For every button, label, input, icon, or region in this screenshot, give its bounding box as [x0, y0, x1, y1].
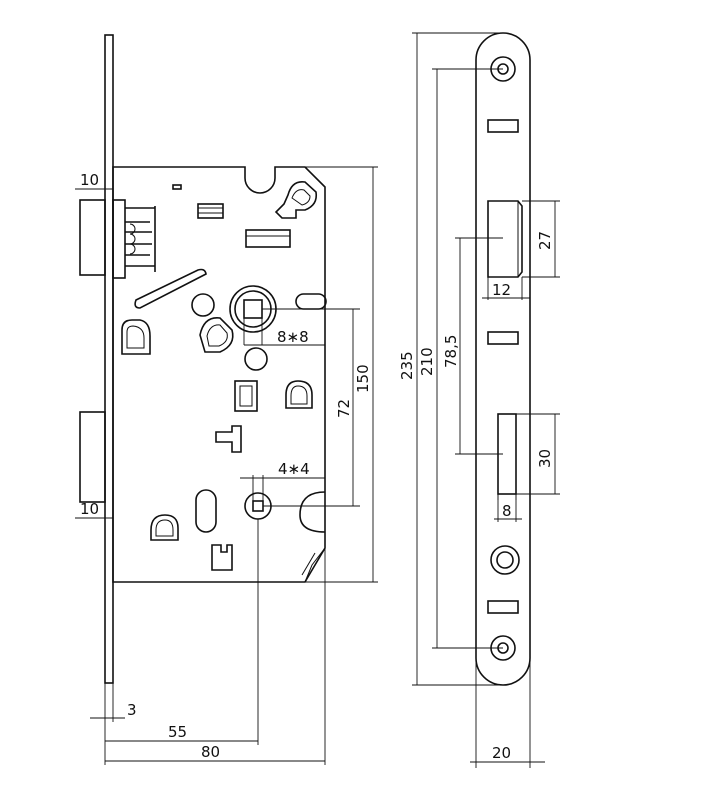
dim-spindle-square: 4∗4 [278, 460, 310, 478]
faceplate-outline [475, 32, 531, 686]
latch-opening [487, 200, 523, 278]
bottom-right-notch [304, 547, 326, 583]
tumbler-part [211, 544, 233, 571]
bolt-holder-middle [234, 380, 258, 412]
dim-screw-distance: 210 [418, 347, 436, 376]
small-slot [172, 184, 182, 190]
follower-square [243, 299, 263, 319]
dim-bolt-height: 30 [536, 449, 554, 468]
slot-top [487, 119, 519, 133]
dim-latch-width: 12 [492, 281, 511, 299]
middle-ring-inner [496, 551, 514, 569]
dim-case-width: 80 [201, 743, 220, 761]
dim-slot-distance: 78,5 [442, 335, 460, 368]
faceplate-dimensions: 235 210 78,5 27 12 30 8 2 [398, 32, 560, 768]
slot-middle [487, 331, 519, 345]
oval-hole-right [295, 293, 327, 310]
dim-center-distance: 72 [335, 399, 353, 418]
dim-bolt-width: 8 [502, 502, 512, 520]
d-clip-left-upper [121, 319, 151, 355]
t-part [215, 425, 242, 453]
side-view-dimensions: 10 10 8∗8 4∗4 72 150 3 55 [75, 166, 378, 765]
dim-faceplate-thickness: 3 [127, 701, 137, 719]
round-hole-middle [244, 347, 268, 371]
d-clip-right-middle [285, 380, 313, 409]
faceplate-front-view [475, 32, 531, 686]
d-clip-center [199, 317, 234, 353]
dim-faceplate-length: 235 [398, 351, 416, 380]
latch-spring [125, 206, 156, 272]
oval-hole-lower [195, 489, 217, 533]
dim-front-top-block: 10 [80, 171, 99, 189]
side-faceplate [104, 34, 114, 684]
hook-bracket-top [274, 180, 318, 219]
dim-backset: 55 [168, 723, 187, 741]
latch-bolt-inner [112, 199, 126, 279]
dim-faceplate-width: 20 [492, 744, 511, 762]
hook-right-lower [299, 491, 326, 533]
middle-ring-outer [490, 545, 520, 575]
d-clip-left-lower [150, 514, 179, 541]
dim-front-bottom-block: 10 [80, 500, 99, 518]
lever-slot [245, 229, 291, 248]
dim-latch-height: 27 [536, 231, 554, 250]
latch-spring-coil [129, 223, 136, 255]
diagonal-slot [134, 268, 207, 309]
dim-follower-square: 8∗8 [277, 328, 309, 346]
spindle-square [252, 500, 264, 512]
lock-body-side-view [79, 34, 327, 684]
latch-bolt-front [79, 199, 106, 276]
round-hole-upper [191, 293, 215, 317]
dim-case-height: 150 [354, 364, 372, 393]
slot-bottom [487, 600, 519, 614]
vent-bars [197, 203, 224, 219]
dead-bolt-front [79, 411, 106, 503]
lock-case-outline [112, 166, 326, 583]
